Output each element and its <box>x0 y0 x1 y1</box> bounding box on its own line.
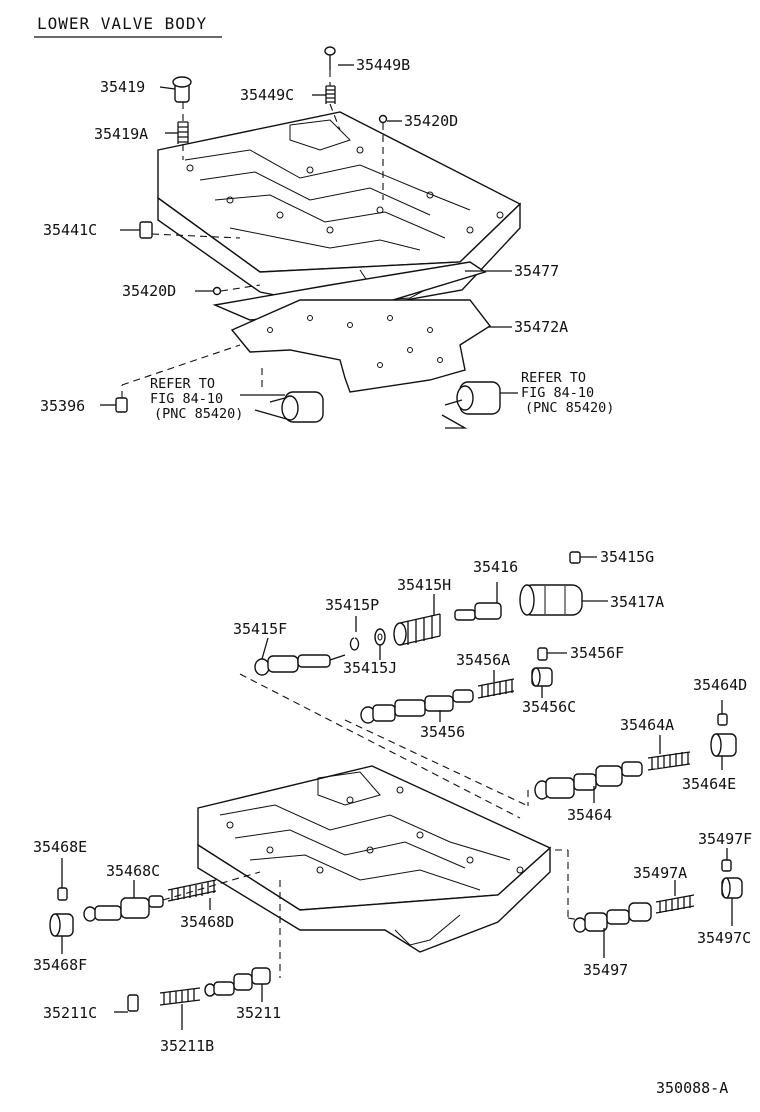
upper-leader-lines <box>100 64 518 406</box>
label-35415G: 35415G <box>600 548 654 566</box>
label-35468C: 35468C <box>106 862 160 880</box>
refer-left-line3: (PNC 85420) <box>154 406 243 422</box>
label-35416: 35416 <box>473 558 518 576</box>
label-35415F: 35415F <box>233 620 287 638</box>
label-35472A: 35472A <box>514 318 568 336</box>
part-35415H-spring <box>393 613 441 646</box>
refer-left-line2: FIG 84-10 <box>150 391 223 407</box>
part-35415P-clip <box>349 637 360 651</box>
part-35456C-plug <box>531 667 553 687</box>
lower-leader-lines <box>61 556 733 1030</box>
part-35456F <box>537 647 548 661</box>
part-35468F-plug <box>49 913 74 937</box>
label-35211: 35211 <box>236 1004 281 1022</box>
refer-right-line1: REFER TO <box>521 370 586 386</box>
part-35449C-spring <box>325 85 336 104</box>
part-35464-valve <box>534 761 643 800</box>
label-35464E: 35464E <box>682 775 736 793</box>
label-35464D: 35464D <box>693 676 747 694</box>
label-35477: 35477 <box>514 262 559 280</box>
label-35419: 35419 <box>100 78 145 96</box>
label-35464A: 35464A <box>620 716 674 734</box>
part-35415F-valve <box>254 654 346 676</box>
part-35468E <box>57 887 68 901</box>
lower-valve-body <box>197 765 552 953</box>
part-35456-valve <box>360 689 474 724</box>
part-35497F <box>721 859 732 872</box>
part-35396-pin <box>115 397 128 413</box>
part-35416-valve <box>454 582 502 621</box>
separator-plate-35472A <box>230 299 492 393</box>
label-35468F: 35468F <box>33 956 87 974</box>
label-35441C: 35441C <box>43 221 97 239</box>
label-35456F: 35456F <box>570 644 624 662</box>
part-35419-plug <box>172 76 192 103</box>
part-35211C <box>127 994 139 1012</box>
label-35456A: 35456A <box>456 651 510 669</box>
label-35449B: 35449B <box>356 56 410 74</box>
label-35415P: 35415P <box>325 596 379 614</box>
label-35415J: 35415J <box>343 659 397 677</box>
label-35497: 35497 <box>583 961 628 979</box>
part-35441C-pin <box>139 221 153 239</box>
refer-right-line3: (PNC 85420) <box>525 400 614 416</box>
part-35420D-ball-top <box>378 114 388 124</box>
label-35211B: 35211B <box>160 1037 214 1055</box>
part-35464E-plug <box>710 733 737 757</box>
part-35468D-spring <box>167 879 217 902</box>
part-35456A-spring <box>477 678 515 699</box>
label-35396: 35396 <box>40 397 85 415</box>
label-35420D-bottom: 35420D <box>122 282 176 300</box>
part-35420D-ball-bottom <box>212 286 222 296</box>
label-35456: 35456 <box>420 723 465 741</box>
part-35497C-plug <box>721 877 743 899</box>
part-35417A-sleeve <box>519 584 583 616</box>
part-35468C-valve <box>83 895 164 922</box>
diagram-title: LOWER VALVE BODY <box>37 14 207 33</box>
part-35419A-spring <box>177 121 189 144</box>
label-35449C: 35449C <box>240 86 294 104</box>
part-35415J-washer <box>374 628 386 646</box>
part-35464A-spring <box>647 751 691 771</box>
label-35497A: 35497A <box>633 864 687 882</box>
refer-right-line2: FIG 84-10 <box>521 385 594 401</box>
label-35464: 35464 <box>567 806 612 824</box>
part-35497A-spring <box>655 894 695 914</box>
solenoid-left <box>254 391 324 423</box>
refer-left-line1: REFER TO <box>150 376 215 392</box>
part-35464D <box>717 713 728 726</box>
label-35417A: 35417A <box>610 593 664 611</box>
label-35468E: 35468E <box>33 838 87 856</box>
label-35415H: 35415H <box>397 576 451 594</box>
solenoid-right <box>441 381 501 429</box>
label-35211C: 35211C <box>43 1004 97 1022</box>
part-35415G <box>569 551 581 564</box>
label-35497F: 35497F <box>698 830 752 848</box>
part-35211-valve <box>204 967 271 997</box>
upper-valve-body <box>157 111 522 311</box>
label-35456C: 35456C <box>522 698 576 716</box>
label-35468D: 35468D <box>180 913 234 931</box>
part-35497-valve <box>573 902 652 933</box>
part-35211B-spring <box>159 987 201 1006</box>
label-35497C: 35497C <box>697 929 751 947</box>
label-35419A: 35419A <box>94 125 148 143</box>
figure-code: 350088-A <box>656 1079 728 1097</box>
label-35420D-top: 35420D <box>404 112 458 130</box>
gasket-35477 <box>212 261 487 321</box>
part-35449B-bolt <box>324 46 336 70</box>
